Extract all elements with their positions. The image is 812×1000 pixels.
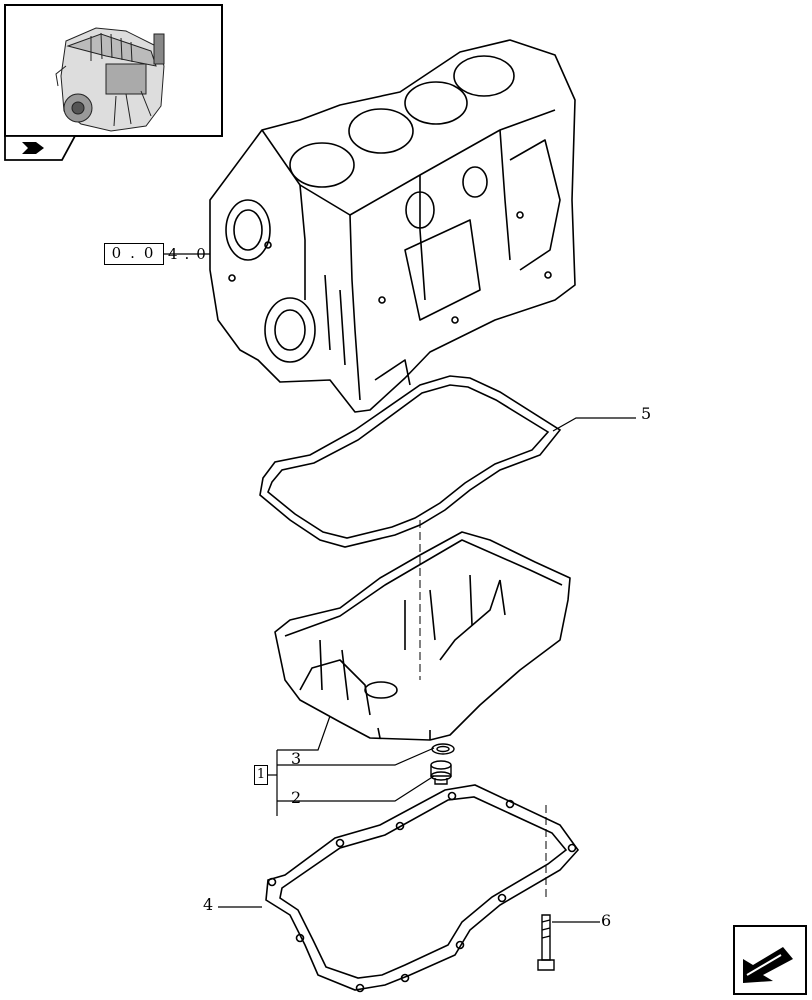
callout-3: 3 <box>291 749 302 768</box>
oil-pan <box>274 531 571 741</box>
engine-thumbnail-icon <box>55 27 165 132</box>
bolt <box>537 914 555 971</box>
callout-4: 4 <box>203 895 214 914</box>
oil-pan-gasket <box>259 375 562 548</box>
book-page-icon[interactable] <box>4 135 77 161</box>
drain-washer <box>431 743 455 755</box>
drain-plug <box>430 760 452 785</box>
engine-block <box>209 39 576 413</box>
next-page-arrow-icon[interactable] <box>733 925 807 995</box>
callout-2: 2 <box>291 788 302 807</box>
lower-oil-pan-frame <box>265 784 580 993</box>
engine-thumbnail-frame <box>4 4 223 137</box>
callout-6: 6 <box>601 911 612 930</box>
group-label-1: 1 <box>254 765 268 785</box>
callout-5: 5 <box>641 404 652 423</box>
